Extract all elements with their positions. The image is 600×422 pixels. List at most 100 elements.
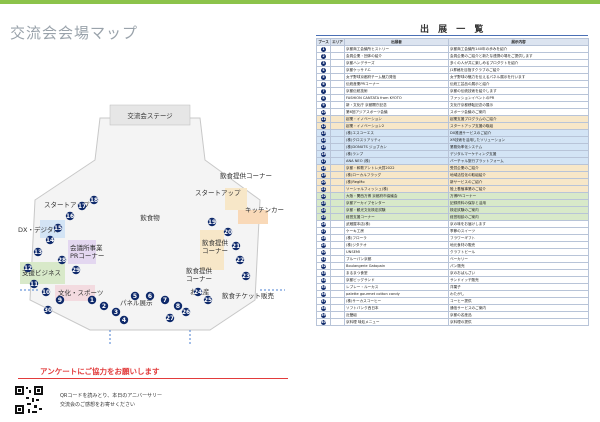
qr-code-icon[interactable] bbox=[14, 385, 44, 415]
area-cell bbox=[330, 178, 345, 186]
exhibit-content: 地域活性化の取組紹介 bbox=[448, 171, 589, 179]
booth-marker[interactable]: 4 bbox=[119, 315, 129, 325]
area-cell bbox=[330, 52, 345, 60]
booth-marker[interactable]: 10 bbox=[41, 287, 51, 297]
area-cell bbox=[330, 234, 345, 242]
exhibitor-name: 京都ケッサ F.C. bbox=[344, 66, 449, 74]
booth-number-cell: 6 bbox=[316, 80, 331, 88]
booth-marker-number: 23 bbox=[242, 273, 250, 280]
area-cell bbox=[330, 297, 345, 305]
exhibitor-name: 起業・イノベーション2 bbox=[344, 122, 449, 130]
booth-marker[interactable]: 2 bbox=[99, 301, 109, 311]
booth-number: 2 bbox=[321, 53, 326, 59]
exhibitor-name: 京料理 味処メニュー bbox=[344, 318, 449, 326]
exhibitor-name: まるまつ食堂 bbox=[344, 269, 449, 277]
exhibitor-name: (株)ローカルフラッグ bbox=[344, 171, 449, 179]
booth-marker[interactable]: 19 bbox=[207, 217, 217, 227]
booth-marker[interactable]: 11 bbox=[29, 279, 39, 289]
food-corner-label-3: 飲食提供 bbox=[186, 266, 213, 275]
exhibitor-name: 大阪・関西万博 京都府市協議会 bbox=[344, 192, 449, 200]
exhibitor-name: 京都・和歌アントレ大賞2022 bbox=[344, 164, 449, 172]
survey-divider bbox=[18, 378, 288, 379]
booth-marker[interactable]: 27 bbox=[165, 313, 175, 323]
exhibit-content: 受賞企業のご紹介 bbox=[448, 164, 589, 172]
table-row: 29(株)ジタテオ地元食材の販売 bbox=[316, 241, 589, 249]
exhibit-content: 文化庁京都移転記念の展示 bbox=[448, 101, 589, 109]
booth-marker-number: 21 bbox=[232, 243, 240, 250]
booth-number-cell: 24 bbox=[316, 206, 331, 214]
exhibitor-name: (株)エスユーエス bbox=[344, 129, 449, 137]
booth-number: 29 bbox=[321, 242, 326, 248]
table-row: 19(株)ローカルフラッグ地域活性化の取組紹介 bbox=[316, 171, 589, 179]
booth-marker[interactable]: 24 bbox=[193, 287, 203, 297]
area-cell bbox=[330, 80, 345, 88]
booth-marker[interactable]: 12 bbox=[23, 263, 33, 273]
area-cell bbox=[330, 192, 345, 200]
exhibit-content: 京の味をお届けします bbox=[448, 220, 589, 228]
booth-number: 20 bbox=[321, 179, 326, 185]
exhibitor-name: 伝統産業PRコーナー bbox=[344, 80, 449, 88]
booth-marker[interactable]: 16 bbox=[65, 211, 75, 221]
meeting-pr-label: 会議所事業 bbox=[70, 243, 103, 252]
booth-marker[interactable]: 28 bbox=[57, 255, 67, 265]
booth-marker[interactable]: 25 bbox=[203, 295, 213, 305]
booth-marker[interactable]: 15 bbox=[53, 223, 63, 233]
booth-number-cell: 21 bbox=[316, 185, 331, 193]
booth-marker[interactable]: 21 bbox=[231, 241, 241, 251]
booth-number-cell: 8 bbox=[316, 94, 331, 102]
booth-number-cell: 23 bbox=[316, 199, 331, 207]
booth-marker[interactable]: 6 bbox=[145, 291, 155, 301]
booth-marker[interactable]: 5 bbox=[130, 291, 140, 301]
booth-number: 11 bbox=[321, 116, 326, 122]
booth-marker[interactable]: 30 bbox=[43, 305, 53, 315]
booth-number-cell: 30 bbox=[316, 248, 331, 256]
venue-outline bbox=[29, 117, 261, 331]
booth-marker[interactable]: 14 bbox=[45, 235, 55, 245]
booth-number: 24 bbox=[321, 207, 326, 213]
booth-marker[interactable]: 9 bbox=[55, 295, 65, 305]
booth-number-cell: 12 bbox=[316, 122, 331, 130]
booth-number-cell: 10 bbox=[316, 108, 331, 116]
booth-marker-number: 12 bbox=[24, 265, 32, 272]
booth-marker[interactable]: 17 bbox=[77, 201, 87, 211]
exhibit-content: コーヒー提供 bbox=[448, 297, 589, 305]
area-cell bbox=[330, 66, 345, 74]
area-cell bbox=[330, 164, 345, 172]
booth-number-cell: 36 bbox=[316, 290, 331, 298]
area-cell bbox=[330, 318, 345, 326]
area-cell bbox=[330, 143, 345, 151]
table-row: 37(株)サーカスコーヒーコーヒー提供 bbox=[316, 297, 589, 305]
booth-marker[interactable]: 29 bbox=[71, 265, 81, 275]
exhibit-content: 通信サービスのご案内 bbox=[448, 304, 589, 312]
exhibit-content: ベーカリー bbox=[448, 255, 589, 263]
booth-marker[interactable]: 1 bbox=[87, 295, 97, 305]
booth-marker[interactable]: 23 bbox=[241, 271, 251, 281]
booth-marker[interactable]: 13 bbox=[33, 247, 43, 257]
booth-marker[interactable]: 22 bbox=[235, 255, 245, 265]
booth-marker[interactable]: 26 bbox=[181, 307, 191, 317]
booth-marker[interactable]: 18 bbox=[89, 195, 99, 205]
booth-marker[interactable]: 7 bbox=[160, 295, 170, 305]
booth-number-cell: 35 bbox=[316, 283, 331, 291]
booth-number-cell: 29 bbox=[316, 241, 331, 249]
exhibit-content: 京のおばんざい bbox=[448, 269, 589, 277]
exhibit-content: 京都の名産品 bbox=[448, 311, 589, 319]
exhibitor-name: 新・文化庁 京都開庁記念 bbox=[344, 101, 449, 109]
booth-marker[interactable]: 8 bbox=[173, 301, 183, 311]
booth-marker[interactable]: 20 bbox=[223, 227, 233, 237]
booth-marker[interactable]: 3 bbox=[111, 307, 121, 317]
top-accent-bar bbox=[300, 0, 600, 4]
